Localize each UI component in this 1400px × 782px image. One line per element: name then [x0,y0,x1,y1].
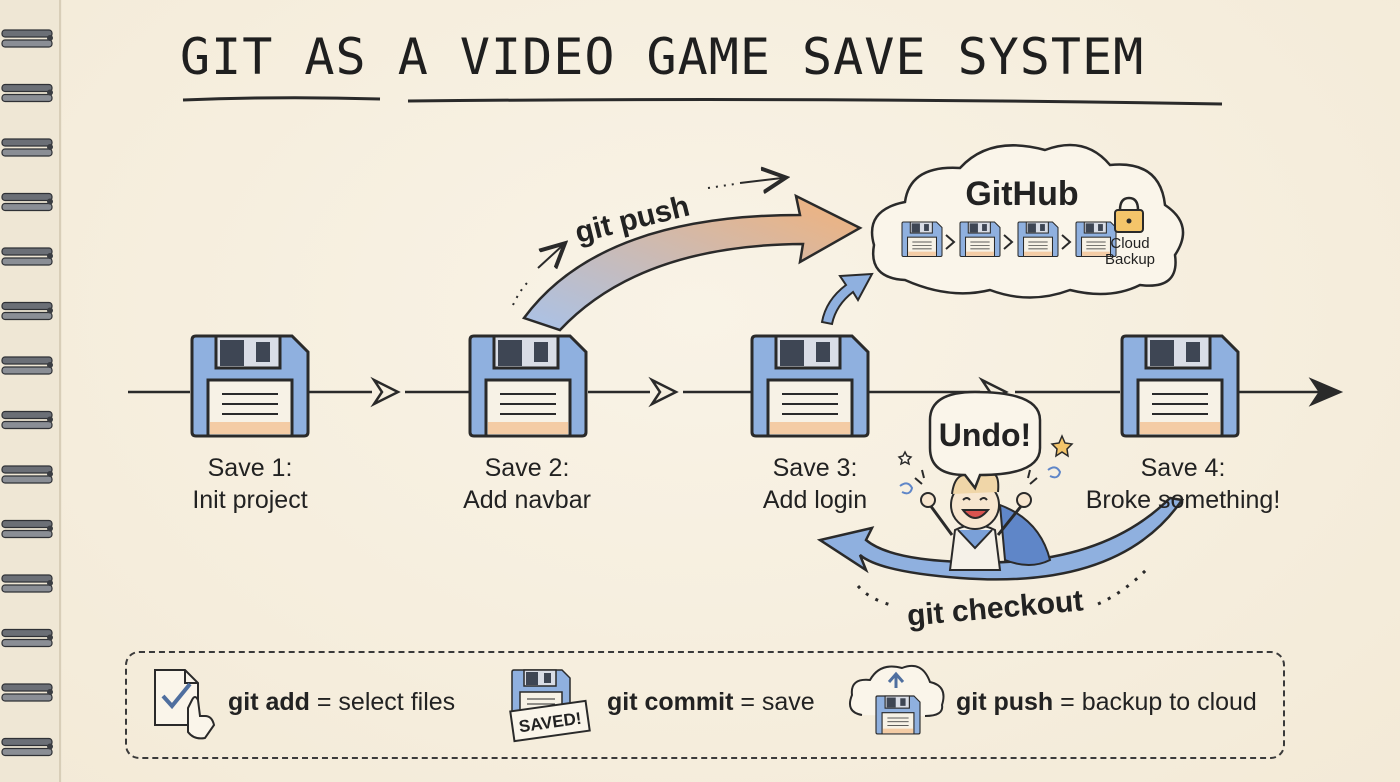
save-3-title: Save 3: [772,454,858,482]
binding-ring-icon [1,465,53,484]
spiral-binding [0,0,62,782]
save-4-title: Save 4: [1140,454,1226,482]
undo-speech-bubble: Undo! [928,390,1042,491]
cloud-chevron-icon [1061,234,1072,250]
legend-cloud-floppy-icon [875,695,921,735]
binding-ring-icon [1,192,53,212]
binding-ring-icon [1,519,53,539]
git-checkout-label: git checkout [906,584,1085,632]
save-1-title: Save 1: [207,454,293,482]
floppy-save-3-icon [750,334,870,438]
save-1-label: Save 1: Init project [180,452,320,516]
save-4-label: Save 4: Broke something! [1078,452,1288,516]
cloud-floppy-4-icon [1075,221,1117,258]
save-2-title: Save 2: [484,454,570,482]
binding-ring-icon [1,410,53,430]
file-select-icon [154,669,216,740]
save-1-desc: Init project [192,486,308,514]
binding-ring-icon [1,83,53,103]
cloud-floppy-3-icon [1017,221,1059,258]
save3-to-cloud-arrow [820,272,874,326]
legend-git-push: git push = backup to cloud [956,688,1257,717]
cloud-chevron-icon [945,234,956,250]
floppy-save-2-icon [468,334,588,438]
binding-ring-icon [1,247,53,266]
legend-git-add-meaning: = select files [316,688,456,716]
binding-ring-icon [1,356,53,375]
save-3-label: Save 3: Add login [750,452,880,516]
cloud-floppy-1-icon [901,221,943,258]
undo-label: Undo! [939,417,1031,453]
github-label: GitHub [965,175,1078,213]
github-cloud: GitHub [870,143,1185,299]
git-push-arrow: git push [512,178,863,332]
legend-git-add-command: git add [228,688,310,716]
floppy-save-4-icon [1120,334,1240,438]
saved-stamp: SAVED! [509,699,591,743]
sparkle-icons [897,434,1074,495]
legend-box [125,651,1285,759]
binding-ring-icon [1,29,53,48]
cloud-chevron-icon [1003,234,1014,250]
cloud-backup-line1: Cloud [1110,235,1149,252]
legend-git-commit: git commit = save [607,688,815,717]
save-2-desc: Add navbar [463,486,591,514]
legend-git-commit-command: git commit [607,688,734,716]
legend-git-push-meaning: = backup to cloud [1060,688,1257,716]
title-underline-right [407,98,1223,106]
page-title: GIT AS A VIDEO GAME SAVE SYSTEM [180,28,1145,86]
legend-git-add: git add = select files [228,688,455,717]
legend-git-push-command: git push [956,688,1054,716]
lock-icon [1114,196,1144,233]
title-underline-left [182,96,381,102]
save-3-desc: Add login [762,486,868,514]
cloud-backup-line2: Backup [1105,251,1155,268]
binding-ring-icon [1,301,53,321]
binding-ring-icon [1,628,53,648]
floppy-save-1-icon [190,334,310,438]
binding-ring-icon [1,138,53,157]
legend-git-commit-meaning: = save [740,688,815,716]
binding-ring-icon [1,683,53,702]
binding-ring-icon [1,737,53,757]
binding-ring-icon [1,574,53,593]
happy-character-icon [914,467,1052,571]
save-4-desc: Broke something! [1085,486,1281,514]
cloud-floppy-2-icon [959,221,1001,258]
save-2-label: Save 2: Add navbar [452,452,602,516]
